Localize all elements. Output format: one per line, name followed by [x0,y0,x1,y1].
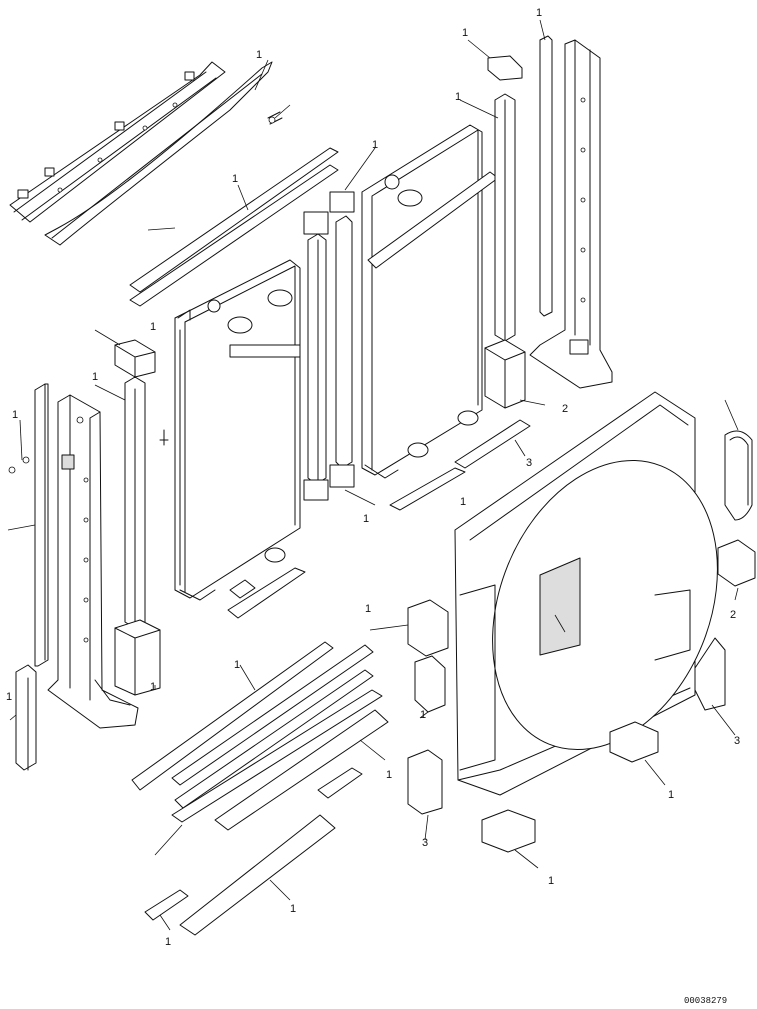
left-upright-frame [47,394,139,729]
left-small-pad [114,339,156,378]
shroud-right-pad-a [724,430,753,521]
callout: 1 [365,603,371,615]
left-radiator-bottom-strip [227,567,306,619]
callout: 1 [372,139,378,151]
document-id: 00038279 [684,996,727,1006]
callout: 1 [92,371,98,383]
right-upright-frame [529,39,613,389]
callout: 1 [256,49,262,61]
shroud-right-pad-c [694,637,726,711]
left-radiator-top-strip [129,147,339,307]
callout: 1 [232,173,238,185]
callout: 1 [363,513,369,525]
callout-labels: 1 1 1 1 1 1 1 1 1 1 1 1 1 1 1 1 1 1 1 1 … [6,7,740,948]
callout: 1 [536,7,542,19]
shroud-right-pad-b [717,539,756,587]
left-seal-strip-b [124,376,146,629]
right-radiator-bottom-strip [389,419,531,511]
shroud-pads-left [407,599,659,853]
left-seal-strip-a [34,383,49,667]
callout: 2 [730,609,736,621]
callout: 1 [150,321,156,333]
callout: 3 [734,735,740,747]
left-pad-block [114,619,161,696]
left-seal-strip-c [15,664,37,771]
callout: 1 [460,496,466,508]
bolt-top [267,111,283,125]
bottom-strip-set [131,641,389,936]
callout: 1 [462,27,468,39]
top-curved-seal-strip [44,61,273,246]
callout: 1 [6,691,12,703]
right-radiator-side-strips [484,35,553,409]
bolts-left [8,429,169,474]
callout: 3 [422,837,428,849]
leader-lines [7,19,739,931]
top-mount-bracket [9,61,226,223]
callout: 1 [668,789,674,801]
callout: 1 [455,91,461,103]
callout: 1 [150,681,156,693]
callout: 1 [290,903,296,915]
callout: 1 [12,409,18,421]
callout: 1 [386,769,392,781]
callout: 1 [234,659,240,671]
callout: 1 [165,936,171,948]
callout: 2 [562,403,568,415]
callout: 1 [420,709,426,721]
left-radiator-side-strip-2 [329,191,355,488]
left-radiator-side-strip [303,211,329,501]
callout: 1 [548,875,554,887]
left-radiator-core [174,259,301,601]
fan-shroud [454,391,718,796]
callout: 3 [526,457,532,469]
right-radiator-core [361,124,499,479]
